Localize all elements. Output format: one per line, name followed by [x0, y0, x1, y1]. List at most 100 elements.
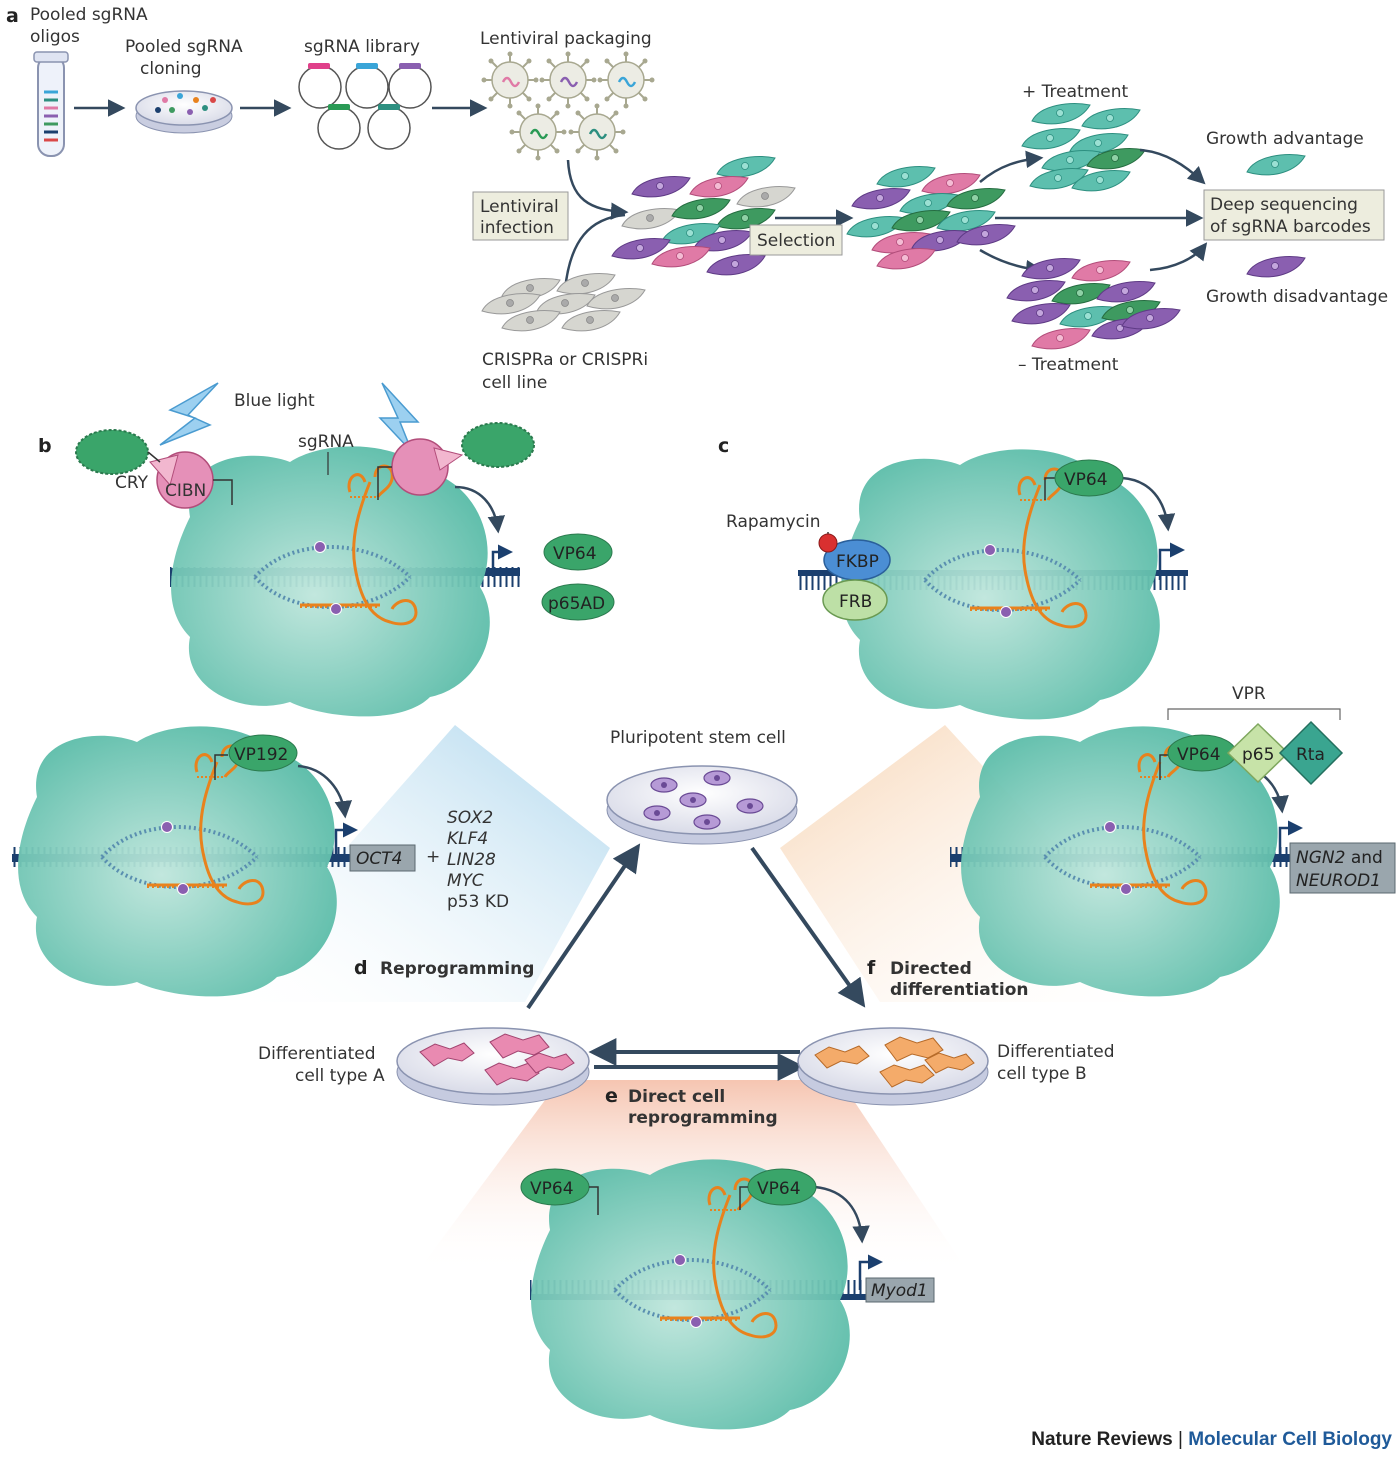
reprogramming-title: Reprogramming [380, 959, 534, 979]
factor-sox2: SOX2 [447, 808, 493, 828]
selected-cells [846, 166, 1016, 270]
journal-name: Molecular Cell Biology [1188, 1429, 1392, 1450]
linker-e-right [739, 1186, 748, 1210]
cell-line-label-line1: CRISPRa or CRISPRi [482, 350, 648, 370]
activation-arrow-c [1121, 476, 1176, 532]
cell-type-b-line1: Differentiated [997, 1042, 1115, 1062]
sequencing-box [1203, 189, 1385, 241]
frb-protein [822, 579, 888, 621]
panel-a: a Pooled sgRNA oligos Pooled sgRNA cloni… [6, 5, 1388, 393]
linker-vp192-d [214, 754, 228, 780]
vp64-label-c: VP64 [1064, 470, 1108, 490]
test-tube-icon [33, 51, 69, 157]
plus-treatment-cells [1021, 103, 1146, 192]
library-label: sgRNA library [304, 37, 420, 57]
selection-box [749, 224, 843, 256]
packaging-label: Lentiviral packaging [480, 29, 652, 49]
vp192-label: VP192 [234, 745, 288, 765]
cry-protein-left [149, 454, 179, 487]
direct-title-line1: Direct cell [628, 1087, 725, 1107]
cry-label: CRY [115, 473, 149, 493]
and-conjunction: and [1345, 848, 1382, 868]
cell-type-a-dish [396, 1027, 590, 1106]
panel-letter-c: c [718, 435, 729, 457]
publisher-name: Nature Reviews [1031, 1429, 1173, 1450]
p65ad-label-b: p65AD [548, 594, 605, 614]
infection-label-line2: infection [480, 218, 554, 238]
rapamycin-molecule [818, 533, 838, 553]
cell-type-a-line1: Differentiated [258, 1044, 376, 1064]
infection-box [472, 191, 569, 241]
activation-arrow-b [454, 485, 506, 534]
stem-cell-label: Pluripotent stem cell [610, 728, 786, 748]
crispr-cell-line-cells [481, 273, 646, 332]
fkbp-label: FKBP [836, 552, 879, 572]
growth-advantage-label: Growth advantage [1206, 129, 1364, 149]
plus-treatment-label: + Treatment [1022, 82, 1128, 102]
panel-e: e Direct cell reprogramming VP64 VP64 My… [520, 1085, 935, 1432]
tss-arrow-e [858, 1254, 883, 1290]
activation-arrow-e [814, 1185, 870, 1244]
cell-state-cycle: Pluripotent stem cell Differentiated cel… [258, 728, 1115, 1106]
selection-label: Selection [757, 231, 835, 251]
myod1-gene-box [865, 1277, 935, 1303]
growth-disadvantage-cell [1246, 256, 1306, 278]
panel-letter-b: b [38, 435, 52, 457]
directed-title-line2: differentiation [890, 980, 1028, 1000]
vpr-bracket [1167, 708, 1341, 720]
p53-knockdown: p53 KD [447, 892, 509, 912]
vp64-pill-b [543, 533, 613, 571]
direct-title-line2: reprogramming [628, 1108, 778, 1128]
growth-advantage-cell [1246, 154, 1306, 176]
ngn2-neurod1-gene-box [1289, 842, 1396, 894]
dcas9-complex-f [959, 724, 1282, 999]
linker-vp64-c [1044, 477, 1055, 500]
arrow-plus-to-sequencing [1139, 148, 1206, 185]
minus-treatment-label: – Treatment [1018, 355, 1119, 375]
panel-b: b Blue light CRY CIBN sgRNA VP64 p65AD [38, 382, 615, 719]
linker-cibn-cas-right [377, 466, 392, 500]
rta-label: Rta [1296, 745, 1325, 765]
vp192-pill [228, 734, 298, 772]
frb-label: FRB [839, 592, 872, 612]
tss-arrow-c [1158, 542, 1185, 580]
directed-title-line1: Directed [890, 959, 972, 979]
arrow-virus-to-infection [566, 159, 629, 220]
cry-protein-right [433, 447, 464, 471]
activator-domain-left [75, 429, 149, 475]
panel-letter-d: d [354, 957, 368, 979]
minus-treatment-cells [1006, 258, 1181, 350]
vpr-label: VPR [1232, 684, 1266, 704]
vp64-label-e-right: VP64 [757, 1179, 801, 1199]
vp64-label-e-left: VP64 [530, 1179, 574, 1199]
arrow-cellline-to-infection [563, 213, 626, 291]
p65-domain [1226, 722, 1290, 784]
rta-domain [1278, 720, 1344, 786]
rapamycin-label: Rapamycin [726, 512, 821, 532]
petri-dish-icon [135, 90, 233, 134]
factor-myc: MYC [447, 871, 484, 891]
tss-arrow-f [1278, 820, 1303, 857]
sequencing-label-line1: Deep sequencing [1210, 195, 1358, 215]
oligos-label-line1: Pooled sgRNA [30, 5, 148, 25]
infection-label-line1: Lentiviral [480, 197, 559, 217]
cloning-label-line2: cloning [140, 59, 202, 79]
sgrna-label: sgRNA [298, 432, 354, 452]
panel-letter-f: f [867, 957, 876, 979]
panel-f: VPR VP64 p65 Rta NGN2 and NEUROD1 f Dire… [867, 684, 1396, 1000]
cibn-label: CIBN [165, 481, 206, 501]
vp64-pill-c [1054, 459, 1124, 497]
oligos-label-line2: oligos [30, 27, 80, 47]
factor-lin28: LIN28 [447, 850, 496, 870]
arrow-from-stem-cell [750, 846, 866, 1008]
sequencing-label-line2: of sgRNA barcodes [1210, 217, 1371, 237]
activator-domain-right [461, 422, 535, 468]
ngn2-gene-label: NGN2 and [1296, 848, 1383, 868]
linker-cibn-cas-left [213, 479, 233, 505]
blue-light-icon-left [159, 382, 219, 446]
arrow-to-stem-cell [526, 843, 641, 1010]
credit-separator: | [1178, 1429, 1183, 1450]
factor-klf4: KLF4 [447, 829, 488, 849]
blue-light-label: Blue light [234, 391, 315, 411]
growth-disadvantage-label: Growth disadvantage [1206, 287, 1388, 307]
